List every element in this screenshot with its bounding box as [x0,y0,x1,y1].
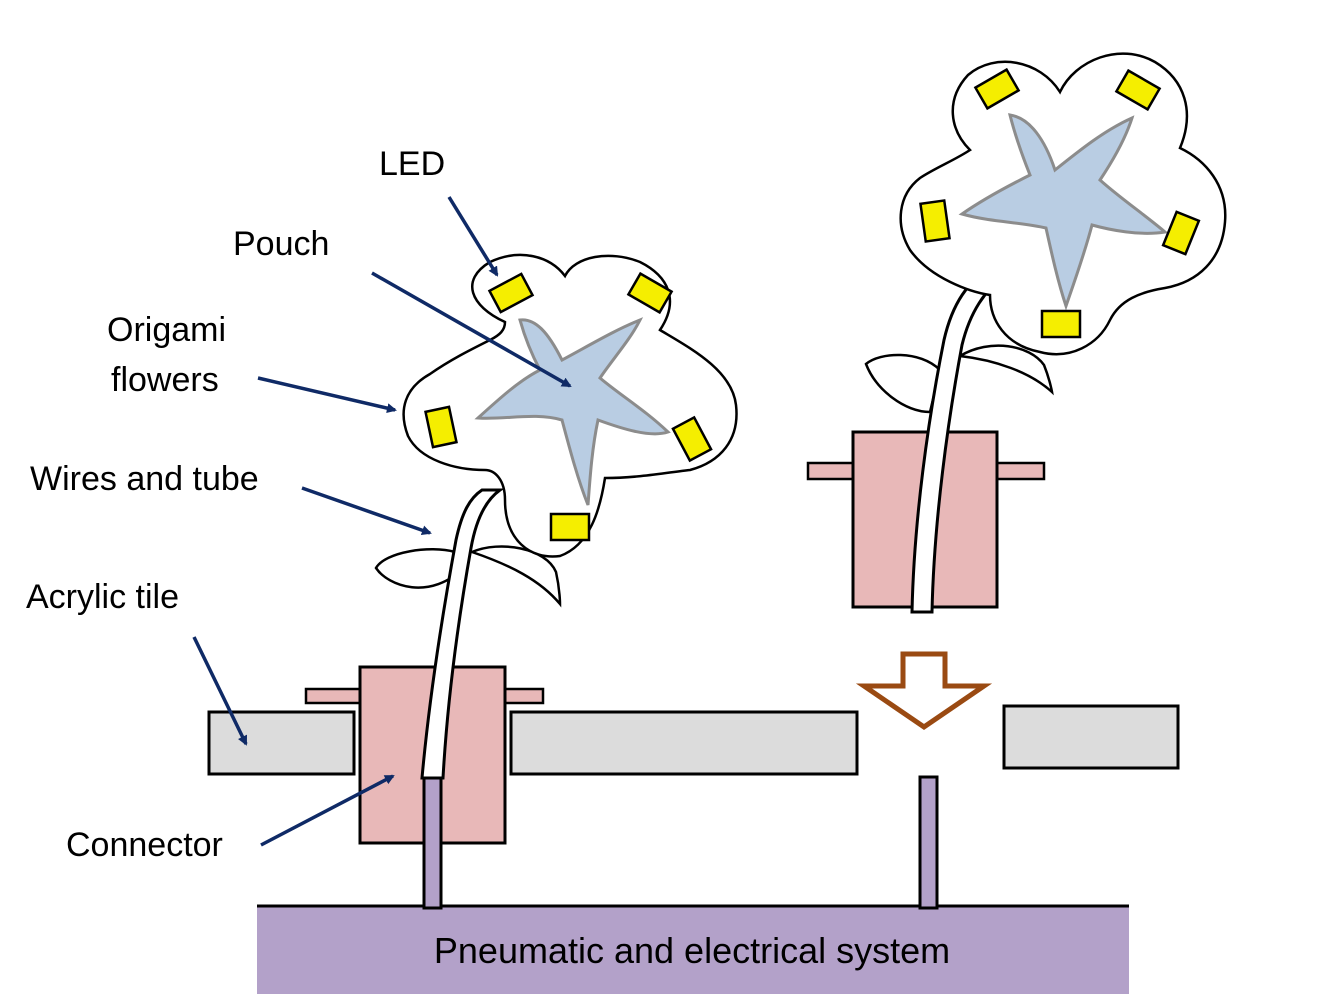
leaf-right [864,353,942,414]
leaf-left [374,548,468,589]
led-left-1 [487,272,535,314]
label-connector: Connector [66,826,223,864]
insert-down-arrow [855,651,993,731]
arrow-pouch [371,271,572,388]
label-pouch: Pouch [233,225,329,263]
label-origami-line1: Origami [107,311,226,349]
arrow-wires [301,486,432,536]
acrylic-tile-middle [509,710,859,776]
label-acrylic: Acrylic tile [26,578,179,616]
acrylic-tile-right [1002,704,1180,770]
led-left-3 [424,405,458,449]
leaf-right-2 [956,344,1054,396]
arrow-led [447,196,499,277]
stem-left [420,488,505,780]
led-right-5 [1040,309,1082,339]
base-block [257,906,1129,994]
led-left-5 [549,512,591,542]
led-right-4 [1161,210,1201,256]
pouch-left [474,317,671,506]
leaf-left-2 [468,545,562,608]
led-left-4 [671,415,713,463]
led-right-2 [1114,68,1162,112]
label-origami-line2: flowers [111,361,219,399]
led-right-1 [973,67,1021,111]
pouch-right [958,113,1169,311]
arrow-connector [260,774,395,847]
pipe-right [918,775,939,910]
label-base-system: Pneumatic and electrical system [434,930,950,971]
label-wires: Wires and tube [30,460,259,498]
label-led: LED [379,145,445,183]
arrow-acrylic [192,636,248,746]
acrylic-tile-left [207,710,356,776]
led-right-3 [919,199,951,243]
pipe-left [422,774,443,910]
arrow-origami [257,376,397,414]
led-left-2 [626,271,674,315]
